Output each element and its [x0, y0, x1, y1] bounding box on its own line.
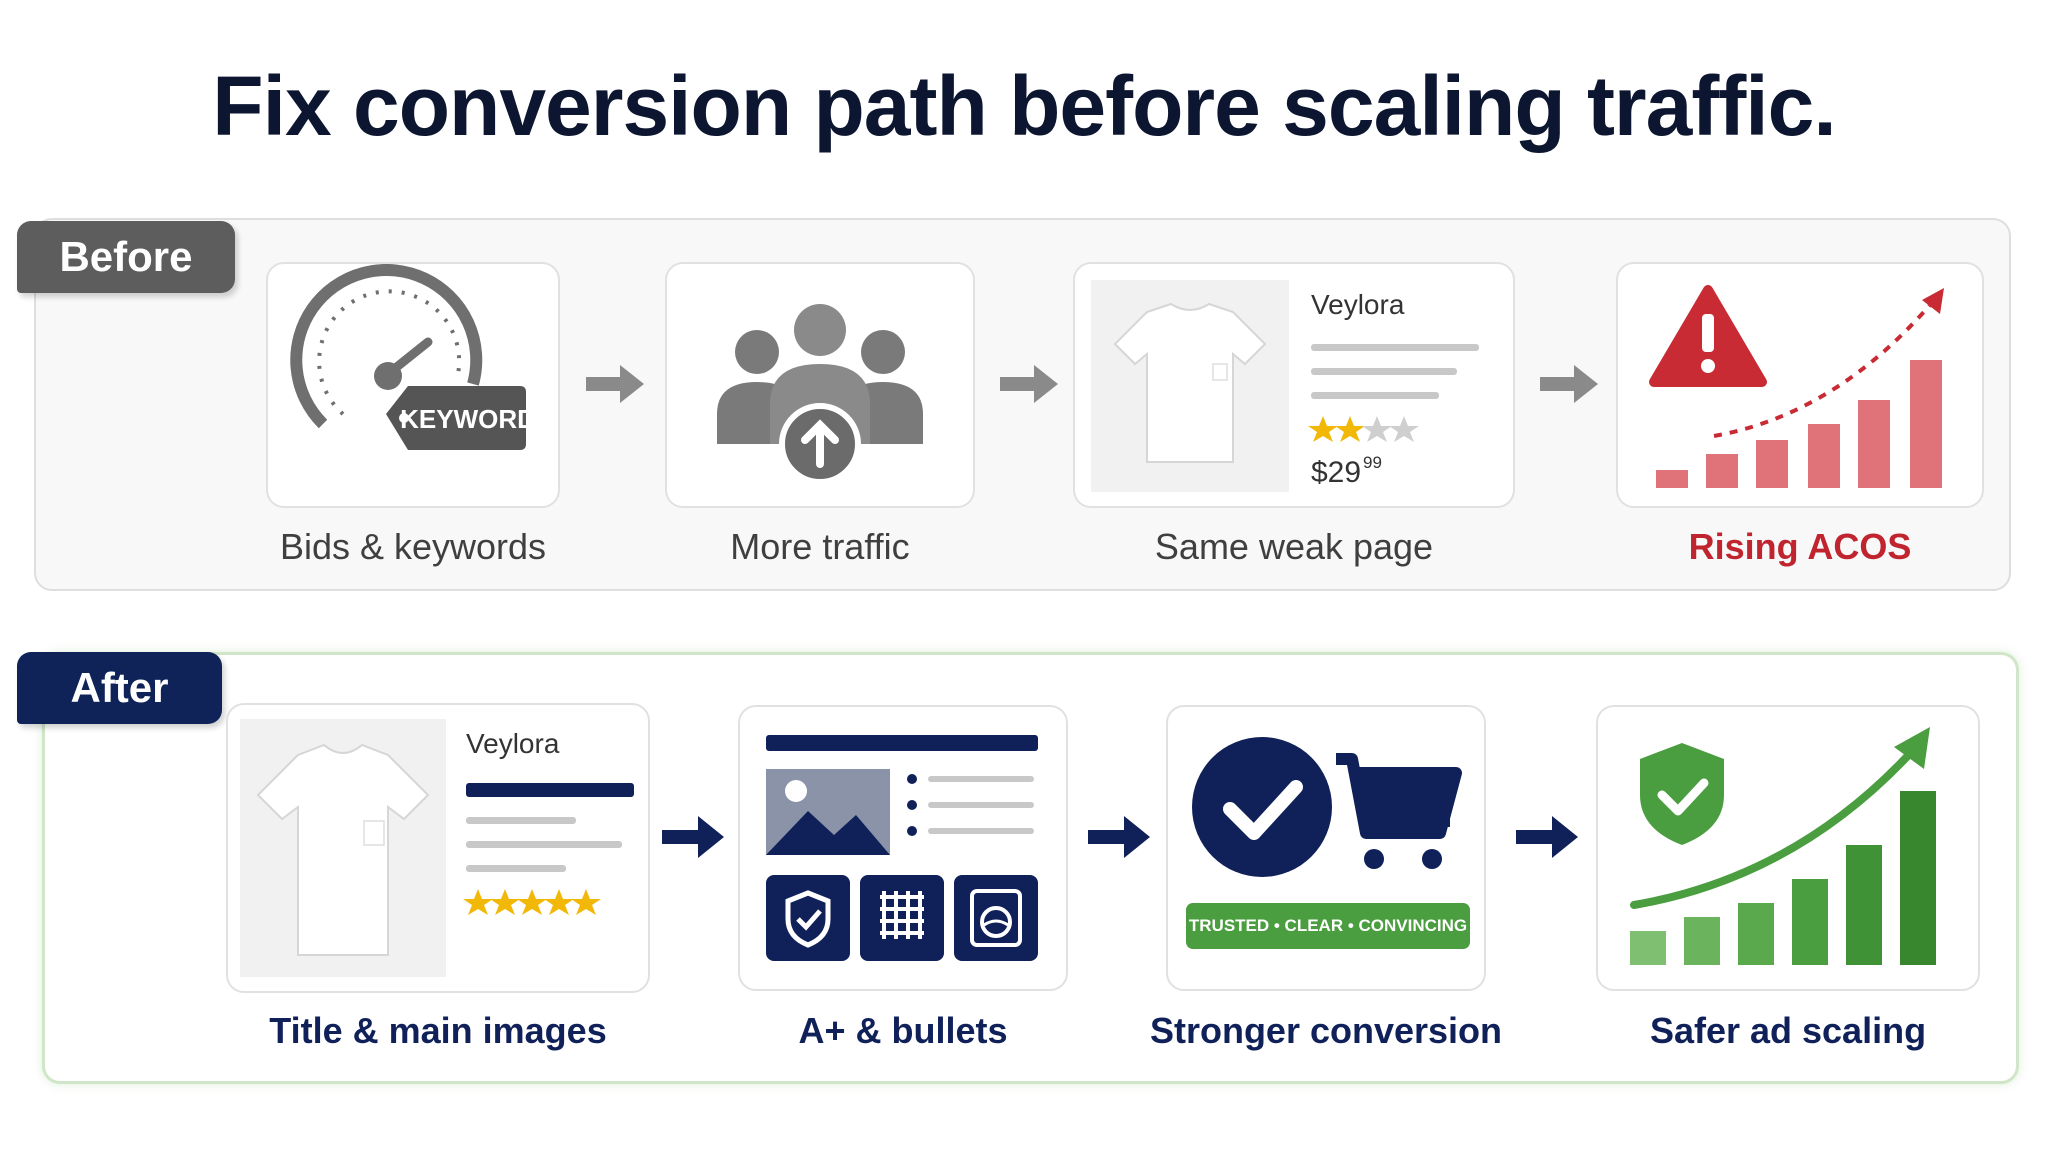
after-step-1-label: Title & main images: [269, 1010, 607, 1051]
after-arrow-1-icon: [662, 816, 724, 858]
before-tag: Before: [17, 221, 235, 293]
after-arrow-3-icon: [1516, 816, 1578, 858]
after-step-3-label: Stronger conversion: [1149, 1010, 1503, 1051]
after-arrow-2-icon: [1088, 816, 1150, 858]
strong-page-brand: Veylora: [466, 728, 560, 759]
weak-page-stars: [1308, 416, 1419, 442]
before-step-3-label: Same weak page: [1154, 526, 1434, 567]
after-tag: After: [17, 652, 222, 724]
before-arrow-3-icon: [1540, 365, 1598, 403]
weak-product-page-icon: Veylora $29 99: [1091, 280, 1479, 492]
shield-growth-chart-icon: [1630, 727, 1936, 965]
check-cart-icon: [1186, 737, 1470, 949]
audience-growth-icon: [717, 304, 923, 485]
keyword-tag-text: KEYWORD: [400, 404, 536, 434]
speedometer-keyword-icon: KEYWORD: [290, 264, 536, 450]
warning-rising-bars-icon: [1649, 285, 1944, 488]
aplus-content-icon: [766, 735, 1038, 961]
safer-scaling-card: [1596, 705, 1980, 991]
weak-page-brand: Veylora: [1311, 289, 1405, 320]
before-arrow-2-icon: [1000, 365, 1058, 403]
trust-badge-text: TRUSTED • CLEAR • CONVINCING: [1188, 916, 1468, 935]
before-step-2-label: More traffic: [730, 526, 910, 567]
weak-page-price-cents: 99: [1363, 453, 1382, 472]
weak-page-card: Veylora $29 99: [1073, 262, 1515, 508]
page-title: Fix conversion path before scaling traff…: [212, 59, 1836, 153]
before-step-1-label: Bids & keywords: [279, 526, 547, 567]
strong-page-stars: [463, 889, 601, 915]
aplus-bullets-card: [738, 705, 1068, 991]
bids-keywords-card: KEYWORD: [266, 262, 560, 508]
after-step-4-label: Safer ad scaling: [1649, 1010, 1927, 1051]
before-arrow-1-icon: [586, 365, 644, 403]
stronger-conversion-card: TRUSTED • CLEAR • CONVINCING: [1166, 705, 1486, 991]
after-step-2-label: A+ & bullets: [798, 1010, 1008, 1051]
strong-product-page-icon: Veylora: [240, 719, 634, 977]
weak-page-price: $29: [1311, 456, 1361, 489]
more-traffic-card: [665, 262, 975, 508]
before-step-4-label: Rising ACOS: [1688, 526, 1912, 567]
rising-acos-card: [1616, 262, 1984, 508]
title-images-card: Veylora: [226, 703, 650, 993]
